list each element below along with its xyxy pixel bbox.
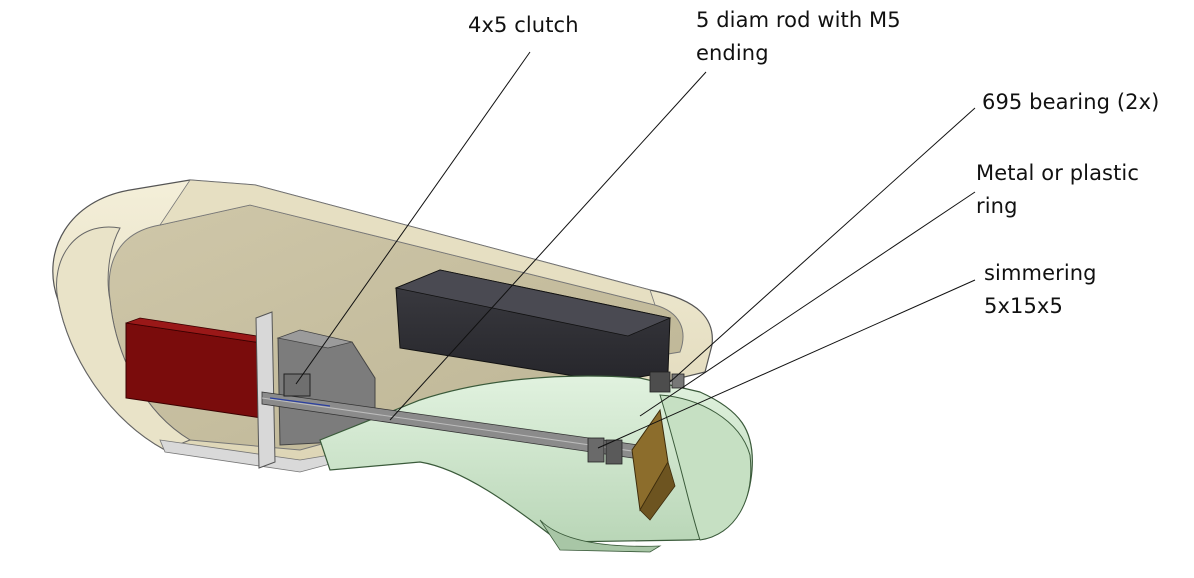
callout-seal-line-2: 5x15x5 xyxy=(984,294,1063,318)
callout-seal-line-1: simmering xyxy=(984,261,1097,285)
leader-lines xyxy=(295,51,976,449)
leader-line-rod xyxy=(389,71,707,421)
leader-line-seal xyxy=(597,279,976,449)
callout-bearing-line-1: 695 bearing (2x) xyxy=(982,90,1160,114)
callout-rod-line-2: ending xyxy=(696,41,769,65)
callout-clutch: 4x5 clutch xyxy=(468,9,579,42)
callout-seal: simmering 5x15x5 xyxy=(984,257,1097,323)
battery-block xyxy=(125,317,272,419)
callout-ring: Metal or plastic ring xyxy=(976,157,1139,223)
callout-rod: 5 diam rod with M5 ending xyxy=(696,4,901,70)
leader-line-clutch xyxy=(295,51,531,385)
callout-ring-line-1: Metal or plastic xyxy=(976,161,1139,185)
leader-line-ring xyxy=(639,191,976,417)
callout-rod-line-1: 5 diam rod with M5 xyxy=(696,8,901,32)
leader-line-bearing xyxy=(669,107,976,383)
mounting-plate xyxy=(255,311,276,469)
callout-bearing: 695 bearing (2x) xyxy=(982,86,1159,119)
callout-ring-line-2: ring xyxy=(976,194,1018,218)
callout-clutch-line-1: 4x5 clutch xyxy=(468,13,579,37)
impeller xyxy=(631,408,676,521)
clutch xyxy=(269,373,331,407)
